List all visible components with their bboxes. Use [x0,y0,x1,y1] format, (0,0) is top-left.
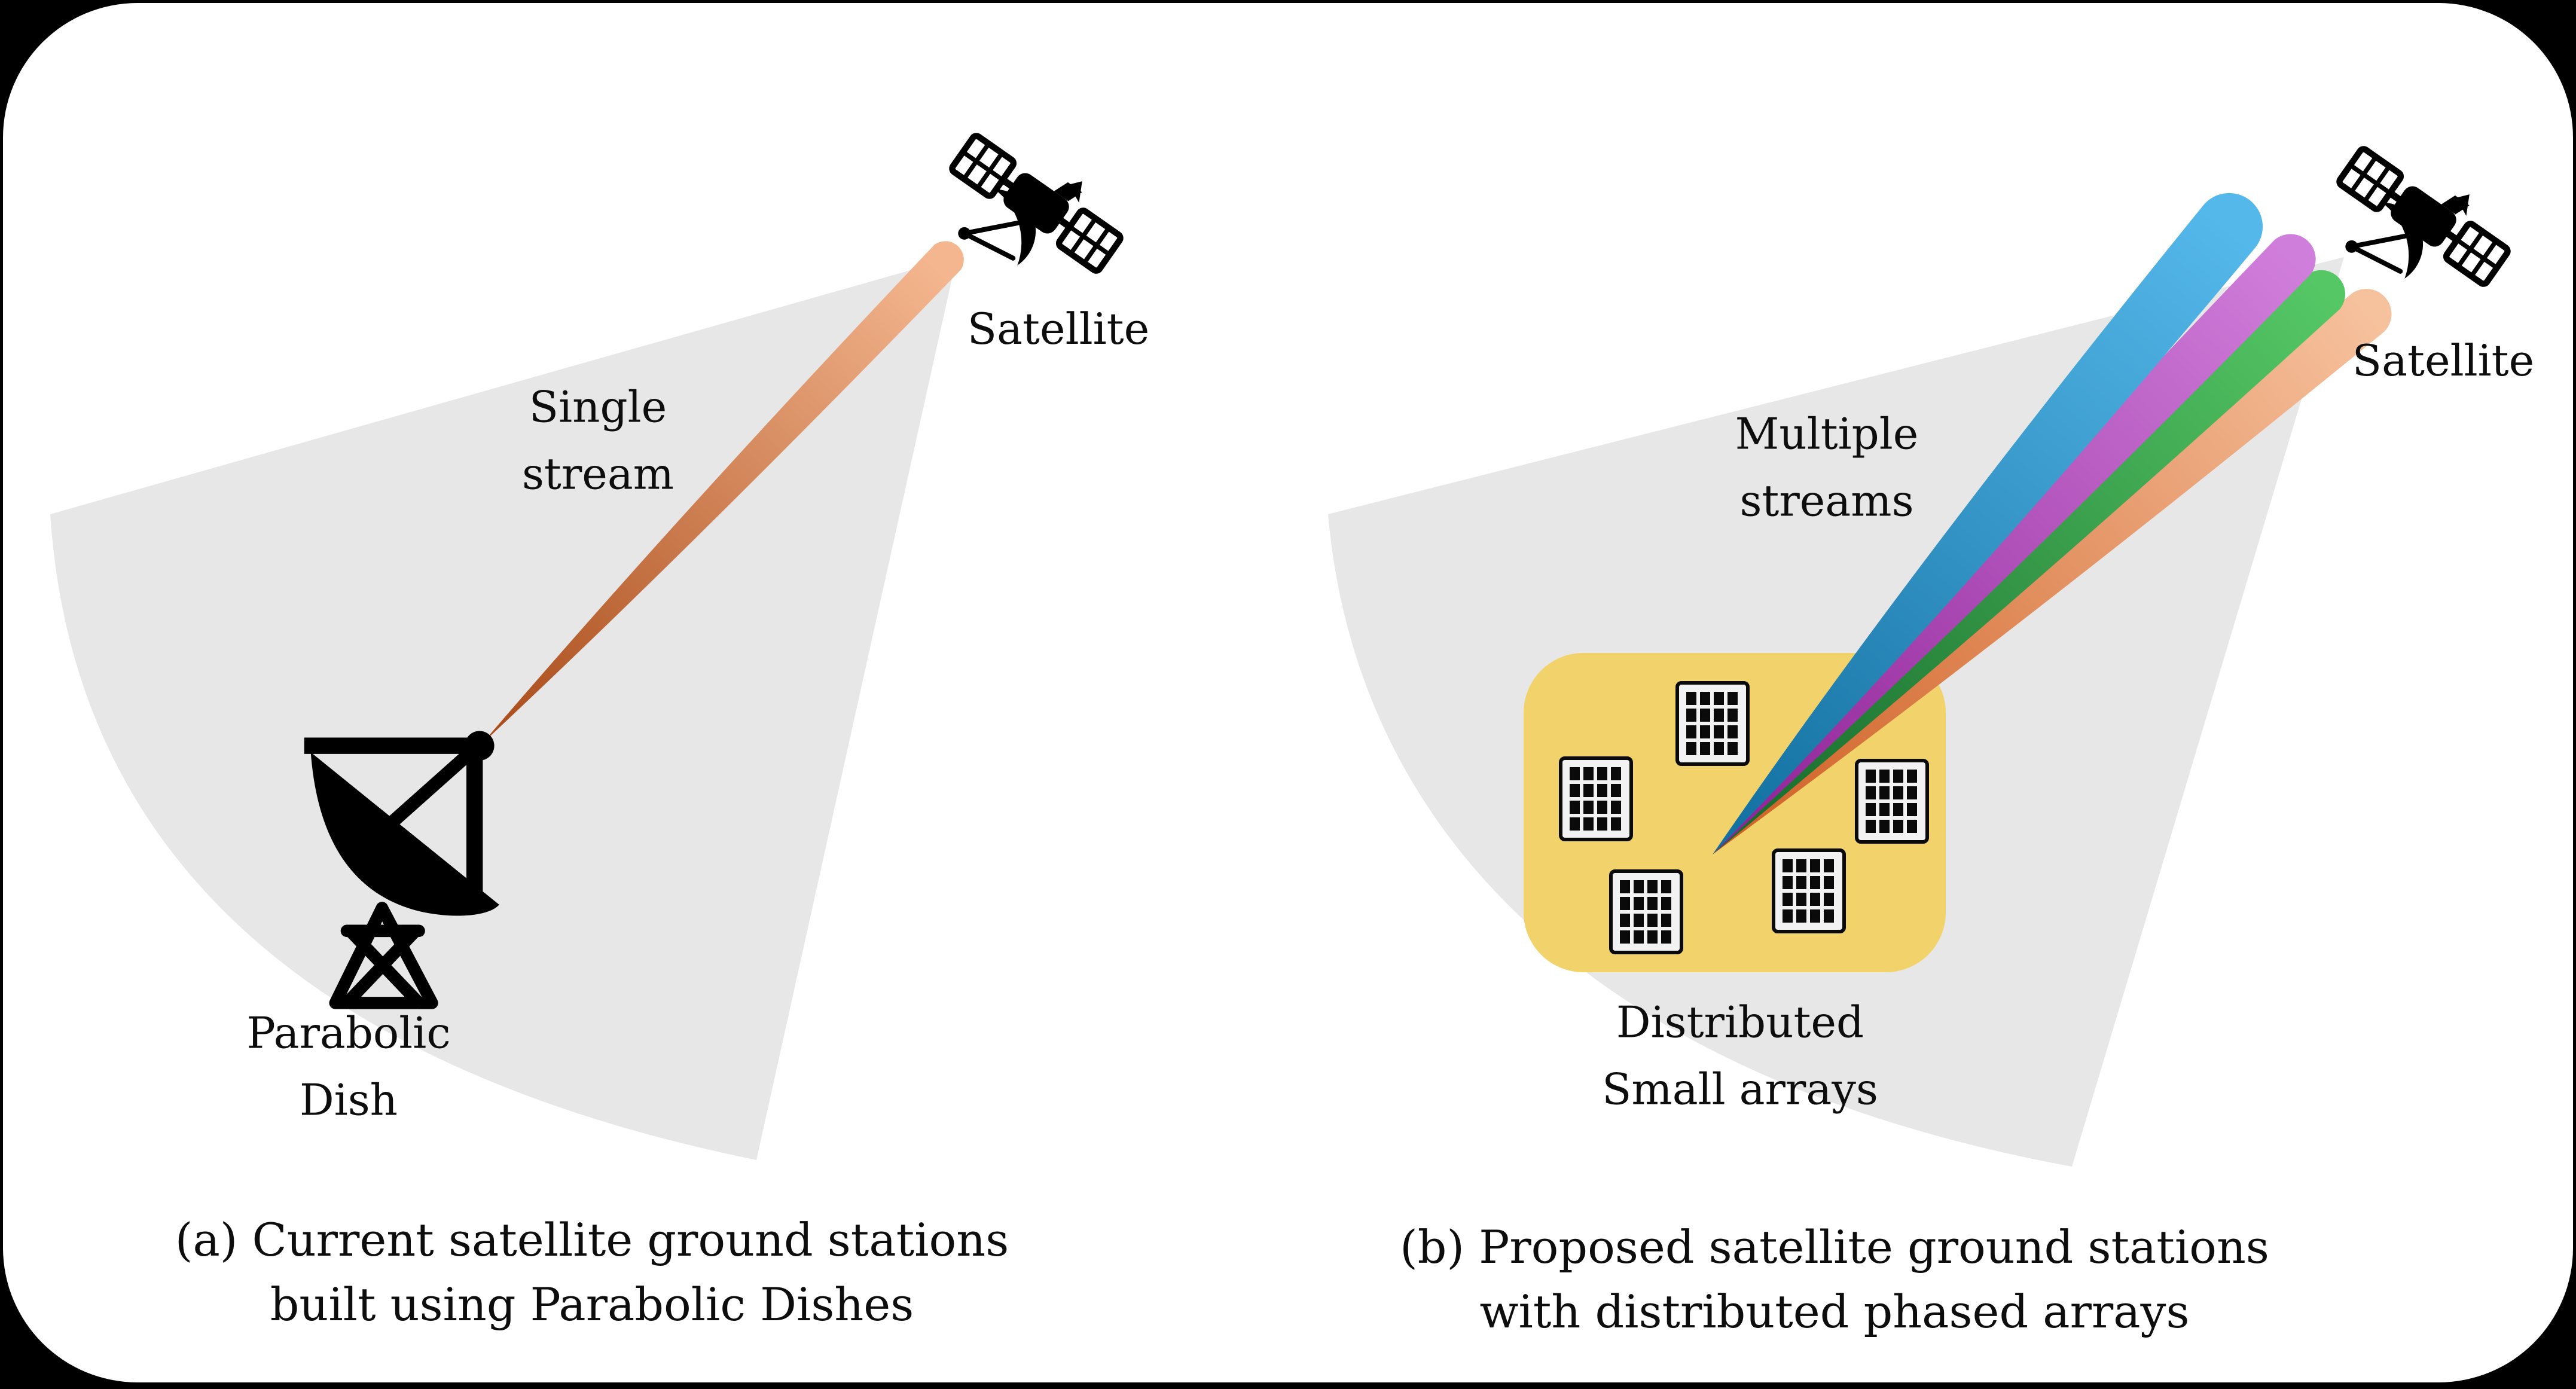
caption-a: (a) Current satellite ground stations bu… [175,1213,1009,1331]
satellite-label-b: Satellite [2352,335,2535,386]
phased-array-icon [1677,683,1748,764]
caption-b: (b) Proposed satellite ground stations w… [1400,1220,2269,1338]
panel-a [50,115,1135,1160]
satellite-icon [921,115,1135,313]
stream-beam-blue [1713,193,2263,855]
stream-beam-green [1713,270,2345,854]
phased-array-icon [1774,850,1844,932]
stream-beam-purple [1713,234,2316,854]
stream-beam-orange [1713,289,2392,854]
satellite-label-a: Satellite [967,304,1150,355]
parabolic-dish-label: Parabolic Dish [246,1008,451,1125]
phased-array-icon [1857,761,1927,842]
distributed-arrays-label: Distributed Small arrays [1602,997,1878,1114]
panel-b [1328,129,2522,1167]
phased-array-icon [1611,871,1681,953]
single-stream-beam [481,241,964,744]
phased-array-icon [1561,758,1631,839]
multiple-streams-label: Multiple streams [1735,408,1919,526]
single-stream-label: Single stream [521,381,674,499]
